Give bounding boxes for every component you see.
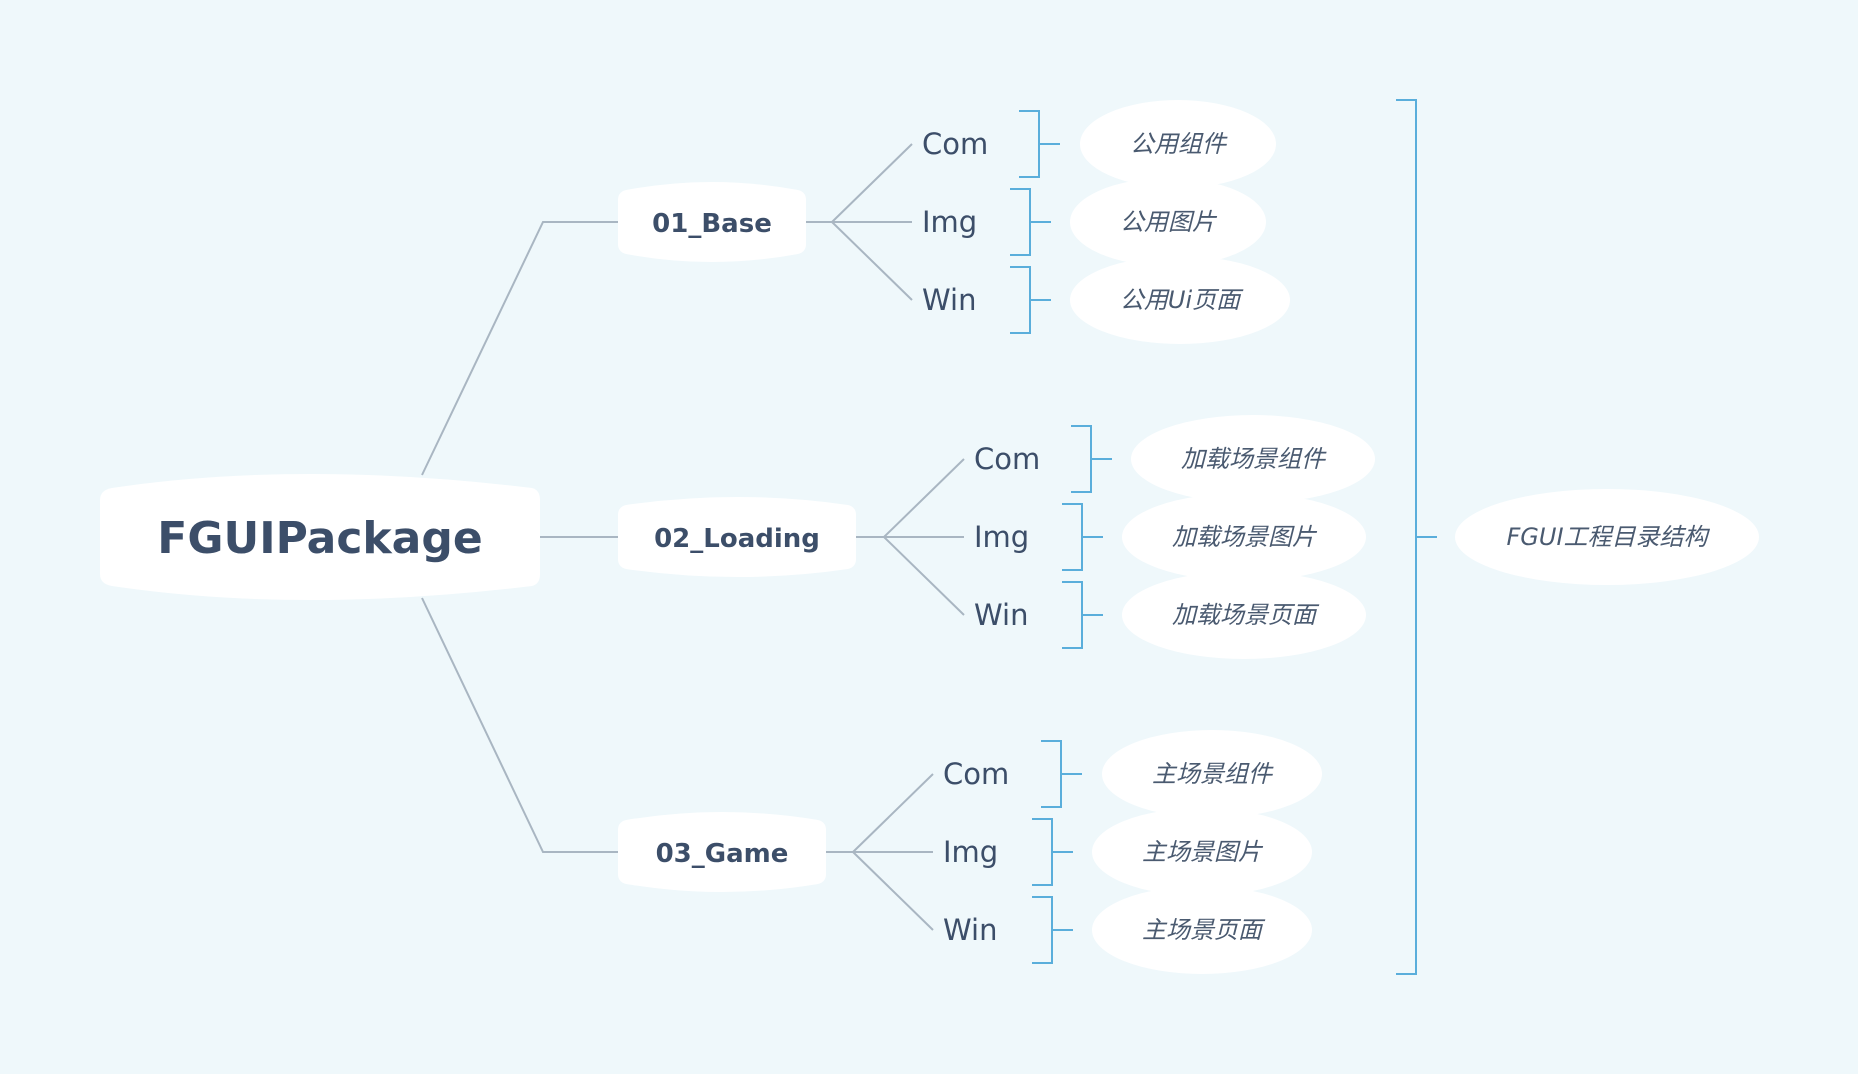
note-braces (1010, 110, 1112, 964)
branch-2-children: Com Img Win (974, 442, 1040, 632)
notes-branch-1: 公用组件 公用图片 公用Ui页面 (1070, 100, 1290, 344)
child-1-com-label[interactable]: Com (922, 127, 988, 161)
branch-node-2-label: 02_Loading (654, 524, 820, 554)
summary-label: FGUI工程目录结构 (1506, 523, 1710, 551)
root-connectors (421, 221, 618, 853)
connector-1-win (831, 221, 913, 301)
branch-node-2[interactable]: 02_Loading (618, 497, 856, 577)
child-3-img-label[interactable]: Img (943, 835, 998, 869)
notes-branch-2: 加载场景组件 加载场景图片 加载场景页面 (1122, 415, 1375, 659)
note-bubble-2-img (1122, 493, 1366, 581)
note-bubble-1-com (1080, 100, 1276, 188)
note-bubble-1-img (1070, 178, 1266, 266)
child-3-win-label[interactable]: Win (943, 913, 997, 947)
connector-1-com (831, 143, 913, 223)
notes-branch-3: 主场景组件 主场景图片 主场景页面 (1092, 730, 1322, 974)
brace-2-img (1062, 503, 1103, 571)
root-node[interactable]: FGUIPackage (100, 474, 540, 600)
summary-brace (1396, 99, 1437, 975)
brace-2-win (1062, 581, 1103, 649)
child-3-com-label[interactable]: Com (943, 757, 1009, 791)
connector-root-branch-3 (421, 597, 618, 853)
note-2-img: 加载场景图片 (1172, 523, 1318, 551)
brace-3-win (1032, 896, 1073, 964)
note-1-com: 公用组件 (1130, 130, 1228, 158)
brace-3-com (1041, 740, 1082, 808)
note-bubble-2-com (1131, 415, 1375, 503)
note-3-com: 主场景组件 (1152, 760, 1274, 788)
child-1-win-label[interactable]: Win (922, 283, 976, 317)
root-node-label: FGUIPackage (157, 513, 482, 564)
connector-3-win (852, 851, 934, 931)
brace-2-com (1071, 425, 1112, 493)
brace-3-img (1032, 818, 1073, 886)
note-bubble-3-win (1092, 886, 1312, 974)
child-2-com-label[interactable]: Com (974, 442, 1040, 476)
note-bubble-3-com (1102, 730, 1322, 818)
root-node-shape (100, 474, 540, 600)
branch-node-3-label: 03_Game (656, 839, 789, 869)
branch-node-1-shape (618, 182, 806, 262)
connector-3-com (852, 773, 934, 853)
branch-node-3[interactable]: 03_Game (618, 812, 826, 892)
child-2-win-label[interactable]: Win (974, 598, 1028, 632)
connector-2-com (883, 458, 965, 538)
note-3-img: 主场景图片 (1142, 838, 1264, 866)
brace-1-img (1010, 188, 1051, 256)
note-1-win: 公用Ui页面 (1120, 286, 1244, 314)
branch-node-1[interactable]: 01_Base (618, 182, 806, 262)
child-2-img-label[interactable]: Img (974, 520, 1029, 554)
brace-1-win (1010, 266, 1051, 334)
note-bubble-3-img (1092, 808, 1312, 896)
branch-node-1-label: 01_Base (652, 209, 772, 239)
note-bubble-2-win (1122, 571, 1366, 659)
note-2-com: 加载场景组件 (1181, 445, 1327, 473)
note-3-win: 主场景页面 (1142, 916, 1266, 944)
note-bubble-1-win (1070, 256, 1290, 344)
connector-2-win (883, 536, 965, 616)
note-1-img: 公用图片 (1120, 208, 1218, 236)
connector-root-branch-1 (421, 221, 618, 476)
branch-1-children: Com Img Win (922, 127, 988, 317)
branch-node-3-shape (618, 812, 826, 892)
note-2-win: 加载场景页面 (1172, 601, 1320, 629)
branch-connectors (805, 143, 965, 931)
branch-3-children: Com Img Win (943, 757, 1009, 947)
summary-bubble (1455, 489, 1759, 585)
brace-1-com (1019, 110, 1060, 178)
child-1-img-label[interactable]: Img (922, 205, 977, 239)
summary-node[interactable]: FGUI工程目录结构 (1455, 489, 1759, 585)
branch-node-2-shape (618, 497, 856, 577)
